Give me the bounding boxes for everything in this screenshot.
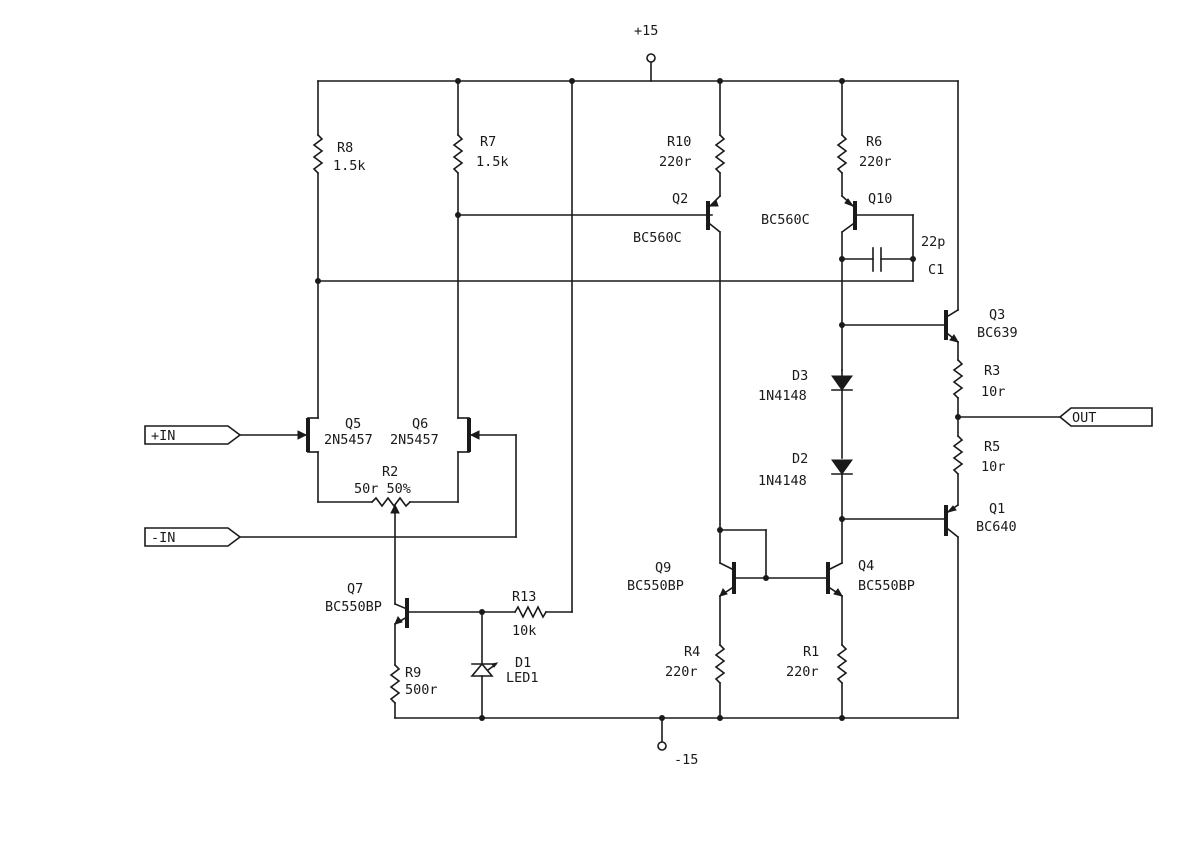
r7-ref: R7 bbox=[480, 134, 496, 150]
q6-part: 2N5457 bbox=[390, 432, 439, 448]
r1-ref: R1 bbox=[803, 644, 819, 660]
q6-jfet bbox=[239, 417, 517, 538]
out-label: OUT bbox=[1072, 410, 1096, 426]
q1-transistor bbox=[944, 503, 960, 719]
d1-ref: D1 bbox=[515, 655, 531, 671]
d3-ref: D3 bbox=[792, 368, 808, 384]
r9-value: 500r bbox=[405, 682, 438, 698]
d1-part: LED1 bbox=[506, 670, 539, 686]
q4-part: BC550BP bbox=[858, 578, 915, 594]
d1-led bbox=[470, 611, 499, 721]
r9-ref: R9 bbox=[405, 665, 421, 681]
r4-resistor bbox=[714, 643, 726, 685]
d3-diode bbox=[831, 369, 853, 459]
q2-transistor bbox=[706, 194, 722, 564]
r5-ref: R5 bbox=[984, 439, 1000, 455]
q9-transistor bbox=[717, 527, 827, 646]
plus-in-label: +IN bbox=[151, 428, 175, 444]
r13-resistor bbox=[513, 605, 548, 619]
r9-resistor bbox=[389, 663, 401, 705]
r13-ref: R13 bbox=[512, 589, 536, 605]
q4-ref: Q4 bbox=[858, 558, 874, 574]
q10-part: BC560C bbox=[761, 212, 810, 228]
negative-supply-terminal bbox=[657, 741, 667, 751]
c1-capacitor bbox=[839, 247, 916, 272]
r3-value: 10r bbox=[981, 384, 1005, 400]
r5-resistor bbox=[952, 434, 964, 476]
r6-ref: R6 bbox=[866, 134, 882, 150]
minus-in-label: -IN bbox=[151, 530, 175, 546]
r7-resistor bbox=[452, 133, 464, 175]
positive-supply-label: +15 bbox=[634, 23, 658, 39]
r1-resistor bbox=[836, 643, 848, 685]
q5-ref: Q5 bbox=[345, 416, 361, 432]
d3-part: 1N4148 bbox=[758, 388, 807, 404]
r1-value: 220r bbox=[786, 664, 819, 680]
q10-transistor bbox=[840, 194, 914, 371]
q7-part: BC550BP bbox=[325, 599, 382, 615]
q10-ref: Q10 bbox=[868, 191, 892, 207]
r4-value: 220r bbox=[665, 664, 698, 680]
r4-ref: R4 bbox=[684, 644, 700, 660]
q3-part: BC639 bbox=[977, 325, 1018, 341]
r10-value: 220r bbox=[659, 154, 692, 170]
q7-ref: Q7 bbox=[347, 581, 363, 597]
plus-in-port bbox=[144, 425, 242, 445]
q1-part: BC640 bbox=[976, 519, 1017, 535]
c1-value: 22p bbox=[921, 234, 945, 250]
positive-rail bbox=[317, 53, 959, 82]
r5-value: 10r bbox=[981, 459, 1005, 475]
r10-resistor bbox=[714, 133, 726, 175]
positive-supply-terminal bbox=[646, 53, 656, 63]
c1-ref: C1 bbox=[928, 262, 944, 278]
r2-ref: R2 bbox=[382, 464, 398, 480]
q5-jfet bbox=[239, 417, 319, 503]
q2-part: BC560C bbox=[633, 230, 682, 246]
q9-ref: Q9 bbox=[655, 560, 671, 576]
d2-part: 1N4148 bbox=[758, 473, 807, 489]
r7-value: 1.5k bbox=[476, 154, 509, 170]
negative-rail bbox=[394, 717, 959, 751]
r6-value: 220r bbox=[859, 154, 892, 170]
minus-in-port bbox=[144, 527, 242, 547]
r13-value: 10k bbox=[512, 623, 536, 639]
r6-resistor bbox=[836, 133, 848, 175]
q1-ref: Q1 bbox=[989, 501, 1005, 517]
q3-ref: Q3 bbox=[989, 307, 1005, 323]
r8-resistor bbox=[312, 133, 324, 175]
q6-ref: Q6 bbox=[412, 416, 428, 432]
out-port bbox=[1058, 407, 1153, 427]
r2-value: 50r 50% bbox=[354, 481, 411, 497]
q9-part: BC550BP bbox=[627, 578, 684, 594]
r8-ref: R8 bbox=[337, 140, 353, 156]
d2-diode bbox=[831, 459, 853, 564]
r2-potentiometer bbox=[317, 496, 459, 605]
negative-supply-label: -15 bbox=[674, 752, 698, 768]
r3-ref: R3 bbox=[984, 363, 1000, 379]
q4-transistor bbox=[826, 561, 844, 646]
q5-part: 2N5457 bbox=[324, 432, 373, 448]
q2-ref: Q2 bbox=[672, 191, 688, 207]
q7-transistor bbox=[393, 598, 516, 666]
q3-transistor bbox=[944, 308, 960, 361]
r8-value: 1.5k bbox=[333, 158, 366, 174]
r10-ref: R10 bbox=[667, 134, 691, 150]
d2-ref: D2 bbox=[792, 451, 808, 467]
r3-resistor bbox=[952, 358, 964, 400]
